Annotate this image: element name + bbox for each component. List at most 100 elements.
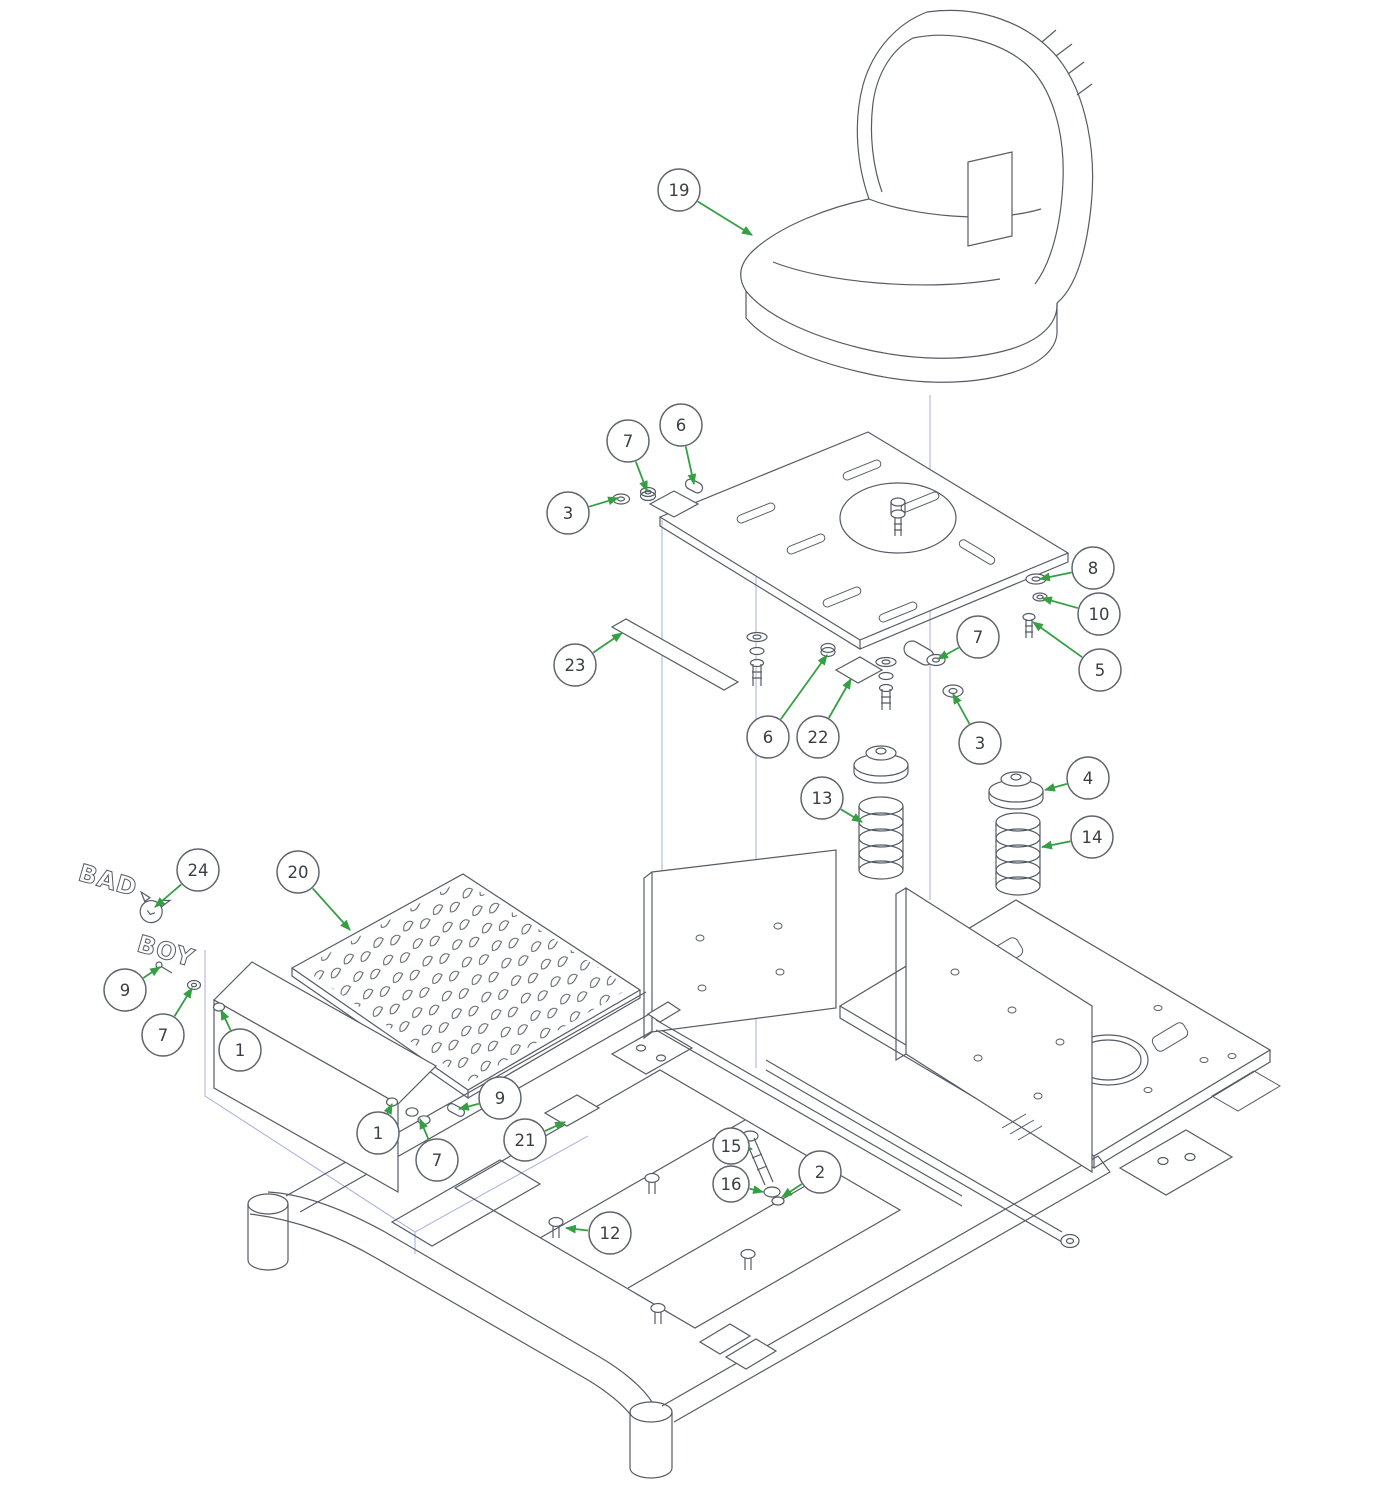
callout-circle bbox=[415, 1138, 459, 1182]
callout-arrow bbox=[383, 1103, 393, 1115]
callout-circle bbox=[746, 715, 790, 759]
callout-number: 14 bbox=[1082, 828, 1103, 847]
callout-number: 22 bbox=[808, 728, 829, 747]
callout-1-19: 1 bbox=[218, 1009, 262, 1072]
callout-circle bbox=[1071, 546, 1115, 590]
callout-circle bbox=[657, 168, 701, 212]
callout-arrow bbox=[937, 646, 960, 660]
callout-circle bbox=[712, 1127, 750, 1165]
callout-7-18: 7 bbox=[141, 987, 193, 1057]
logo-word-2: BOY bbox=[134, 930, 198, 973]
callout-arrow bbox=[780, 654, 828, 720]
callout-circle bbox=[1078, 648, 1122, 692]
callout-number: 3 bbox=[563, 504, 574, 523]
callout-arrow bbox=[564, 1224, 589, 1234]
callout-arrow bbox=[419, 1117, 430, 1141]
callout-number: 4 bbox=[1083, 769, 1094, 788]
callout-circle bbox=[659, 403, 703, 447]
callout-arrow bbox=[142, 966, 161, 979]
bolt-5 bbox=[1022, 612, 1036, 638]
seat-tower-right bbox=[895, 886, 1093, 1174]
callout-number: 9 bbox=[495, 1089, 506, 1108]
callout-7-2: 7 bbox=[606, 419, 650, 493]
plate-hinge-tab bbox=[648, 490, 700, 518]
label-plate-21 bbox=[543, 1094, 601, 1127]
deck-bolts-12 bbox=[548, 1172, 756, 1324]
callout-arrow bbox=[544, 1121, 567, 1132]
callout-10-5: 10 bbox=[1040, 592, 1121, 636]
hinge-strip-23 bbox=[610, 618, 740, 691]
callout-arrow bbox=[1040, 840, 1071, 850]
callout-arrow bbox=[173, 987, 193, 1017]
seat-back-bracket bbox=[967, 151, 1013, 247]
callout-circle bbox=[141, 1013, 185, 1057]
frame-front-post-right bbox=[629, 1401, 673, 1479]
callout-circle bbox=[103, 968, 147, 1012]
seat-mount-plate bbox=[648, 431, 1070, 666]
callout-circle bbox=[958, 721, 1002, 765]
callout-24-15: 24 bbox=[154, 848, 220, 908]
callout-number: 6 bbox=[676, 416, 687, 435]
callout-arrow bbox=[749, 1185, 765, 1194]
callout-14-14: 14 bbox=[1040, 815, 1114, 859]
callout-number: 24 bbox=[188, 861, 209, 880]
frame-weldment bbox=[247, 991, 1234, 1479]
construction-lines bbox=[204, 395, 931, 1254]
callout-4-13: 4 bbox=[1043, 756, 1110, 800]
callout-arrow bbox=[634, 461, 648, 493]
callout-circle bbox=[588, 1211, 632, 1255]
callout-circle bbox=[356, 1111, 400, 1155]
callout-circle bbox=[1077, 592, 1121, 636]
callout-circle bbox=[796, 715, 840, 759]
callout-number: 7 bbox=[432, 1151, 443, 1170]
callout-circle bbox=[553, 643, 597, 687]
callout-19-0: 19 bbox=[657, 168, 753, 236]
callout-arrow bbox=[1032, 621, 1083, 658]
callout-circle bbox=[546, 491, 590, 535]
callout-12-27: 12 bbox=[564, 1211, 632, 1255]
callout-9-22: 9 bbox=[457, 1076, 522, 1120]
washer-bolt-stack-a bbox=[746, 631, 768, 686]
callout-arrow bbox=[592, 632, 623, 654]
callout-circle bbox=[712, 1165, 750, 1203]
seat-tower-left bbox=[643, 849, 837, 1040]
callout-8-4: 8 bbox=[1038, 546, 1115, 590]
callout-circle bbox=[800, 776, 844, 820]
nut-6b bbox=[820, 642, 836, 658]
callout-arrow bbox=[220, 1009, 232, 1031]
callout-9-17: 9 bbox=[103, 966, 161, 1012]
panel-hardware bbox=[155, 961, 466, 1125]
callout-number: 8 bbox=[1088, 559, 1099, 578]
callout-arrow bbox=[588, 496, 620, 508]
callout-number: 15 bbox=[721, 1137, 742, 1156]
callout-arrow bbox=[697, 200, 753, 236]
callout-arrow bbox=[1038, 571, 1072, 582]
callout-6-1: 6 bbox=[659, 403, 703, 486]
frame-floor-cross-members bbox=[390, 1069, 902, 1329]
frame-foot-bracket bbox=[1118, 1129, 1234, 1196]
callout-arrow bbox=[457, 1102, 479, 1111]
callout-number: 7 bbox=[623, 432, 634, 451]
callout-23-8: 23 bbox=[553, 632, 623, 687]
washer-7c bbox=[186, 979, 202, 991]
callout-3-11: 3 bbox=[952, 693, 1002, 765]
callout-7-7: 7 bbox=[937, 615, 1000, 660]
callout-16-25: 16 bbox=[712, 1165, 765, 1203]
callout-number: 3 bbox=[975, 734, 986, 753]
callout-number: 2 bbox=[815, 1163, 826, 1182]
callout-13-12: 13 bbox=[800, 776, 863, 823]
tread-pattern bbox=[302, 880, 630, 1082]
frame-front-post-left bbox=[247, 1193, 289, 1271]
callout-number: 1 bbox=[373, 1124, 384, 1143]
callout-circle bbox=[218, 1028, 262, 1072]
callout-3-3: 3 bbox=[546, 491, 620, 535]
callout-arrow bbox=[840, 808, 863, 823]
spacer-plate-22 bbox=[834, 656, 884, 684]
washers-7d bbox=[405, 1107, 431, 1125]
isolator-cap-4 bbox=[988, 771, 1044, 810]
callout-number: 9 bbox=[120, 981, 131, 1000]
callout-number: 16 bbox=[721, 1175, 742, 1194]
bolt-1a bbox=[212, 1002, 226, 1012]
callout-number: 20 bbox=[288, 863, 309, 882]
